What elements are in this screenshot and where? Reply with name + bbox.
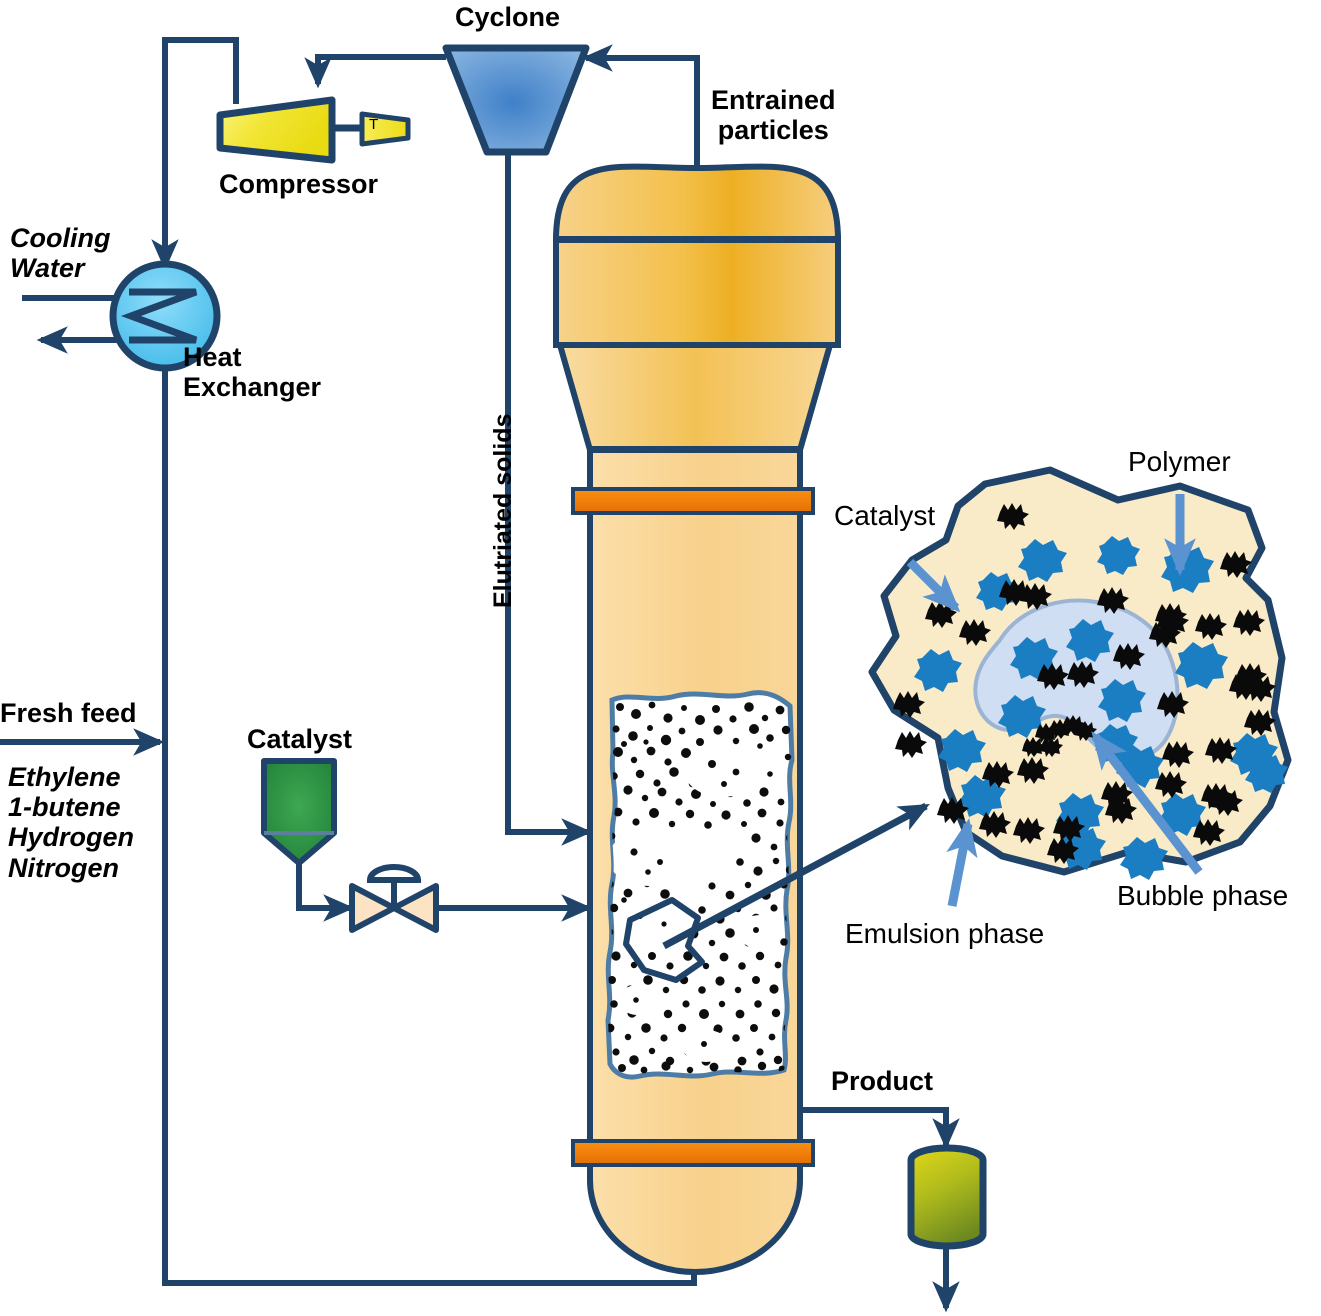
label-elutriated-solids: Elutriated solids [489, 413, 517, 608]
product-vessel[interactable] [907, 1144, 987, 1250]
label-feed-components: Ethylene 1-butene Hydrogen Nitrogen [8, 762, 135, 883]
magnified-phase-callout [662, 466, 1292, 950]
catalyst-particles [893, 503, 1276, 864]
distributor-plate-lower [571, 1139, 815, 1167]
label-cyclone: Cyclone [455, 2, 561, 32]
stream-catalyst-hopper-to-valve [296, 862, 355, 922]
turbine-body [359, 111, 411, 147]
stream-cyclone-gas-to-compressor [304, 54, 446, 89]
heat-exchanger-zigzag [120, 288, 198, 344]
label-cooling-water: Cooling Water [10, 223, 111, 284]
valve-actuator [366, 864, 422, 883]
label-catalyst-hopper: Catalyst [247, 724, 353, 754]
heat-exchanger[interactable] [109, 260, 221, 372]
label-compressor: Compressor [219, 169, 379, 199]
product-vessel-body [907, 1144, 987, 1250]
stream-entrained-particles [581, 44, 700, 170]
bed-highlighted-bubble-outline [623, 897, 705, 983]
fluidized-bed-solids [605, 690, 795, 1080]
stream-elutriated-solids [505, 155, 593, 846]
callout-label-emulsion-phase: Emulsion phase [845, 918, 1045, 949]
label-turbine-tag: T [369, 116, 379, 133]
label-product: Product [831, 1066, 934, 1096]
catalyst-hopper-body [261, 758, 337, 866]
label-fresh-feed: Fresh feed [0, 698, 137, 728]
bed-particle-field [608, 701, 792, 1074]
polymer-particles-in-bubble [998, 619, 1146, 763]
reactor-dome-head [552, 163, 842, 243]
callout-arrow-emulsion-phase [946, 818, 978, 907]
polymer-particles [914, 536, 1288, 880]
valve-body-left [349, 883, 397, 933]
callout-arrow-catalyst [906, 558, 961, 613]
distributor-plate-upper [571, 487, 815, 515]
cyclone[interactable] [442, 44, 590, 156]
cyclone-body [442, 44, 590, 156]
label-heat-exchanger: Heat Exchanger [183, 342, 322, 403]
label-entrained-particles: Entrained particles [711, 85, 836, 146]
callout-arrow-bubble-phase [1091, 731, 1203, 875]
compressor[interactable] [216, 96, 411, 164]
callout-pointer-line [662, 802, 930, 950]
control-valve[interactable] [349, 864, 439, 933]
stream-product-to-vessel [800, 1107, 960, 1150]
callout-label-bubble-phase: Bubble phase [1117, 880, 1289, 911]
catalyst-cluster-at-bubble-wake [1022, 715, 1097, 757]
catalyst-particles-in-bubble [1037, 643, 1145, 690]
stream-compressor-to-heat-exchanger [151, 37, 239, 271]
callout-label-polymer: Polymer [1128, 446, 1231, 477]
reactor-disengagement-band [553, 235, 841, 348]
reactor-expansion-cone [556, 342, 834, 453]
catalyst-hopper[interactable] [261, 758, 337, 866]
callout-label-catalyst: Catalyst [834, 500, 936, 531]
compressor-body [216, 96, 336, 164]
valve-body-right [391, 883, 439, 933]
